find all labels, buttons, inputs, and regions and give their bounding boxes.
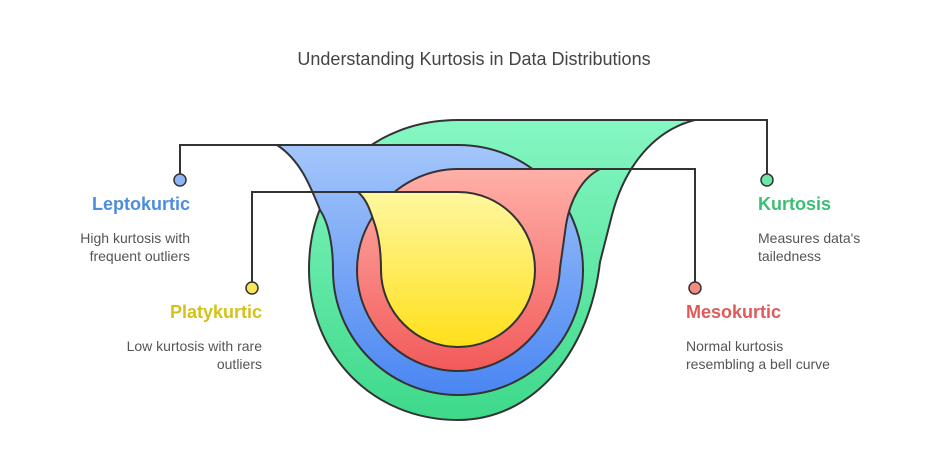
leptokurtic-description: High kurtosis with frequent outliers [80,229,190,265]
leptokurtic-label: Leptokurtic [91,194,190,214]
platykurtic-description: Low kurtosis with rare outliers [127,337,262,373]
diagram-title: Understanding Kurtosis in Data Distribut… [297,49,651,69]
platykurtic-connector [251,191,358,282]
kurtosis-desc-line: Measures data's [758,230,861,246]
platykurtic-shape [355,191,537,349]
leptokurtic-connector [179,144,277,174]
mesokurtic-connector [600,168,696,282]
leptokurtic-dot [173,173,187,187]
mesokurtic-dot [688,281,702,295]
platykurtic-dot [245,281,259,295]
kurtosis-description: Measures data's tailedness [758,229,860,265]
leptokurtic-desc-line: frequent outliers [89,248,190,264]
kurtosis-dot [760,173,774,187]
kurtosis-desc-line: tailedness [758,248,822,264]
kurtosis-connector [695,119,768,174]
mesokurtic-desc-line: Normal kurtosis [686,338,784,354]
platykurtic-desc-line: Low kurtosis with rare [126,338,262,354]
kurtosis-label: Kurtosis [758,194,832,214]
leptokurtic-desc-line: High kurtosis with [80,230,190,246]
mesokurtic-desc-line: resembling a bell curve [686,356,830,372]
platykurtic-desc-line: outliers [216,356,262,372]
mesokurtic-label: Mesokurtic [686,302,782,322]
mesokurtic-description: Normal kurtosis resembling a bell curve [686,337,830,373]
platykurtic-label: Platykurtic [169,302,262,322]
